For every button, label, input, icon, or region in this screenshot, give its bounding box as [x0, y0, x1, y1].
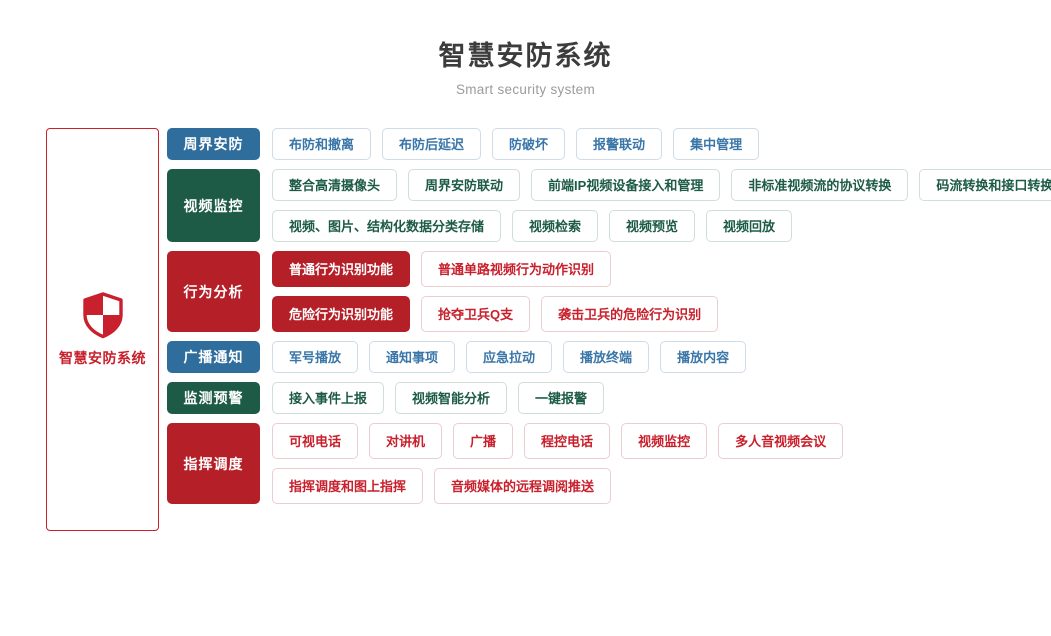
- category-row: 监测预警接入事件上报视频智能分析一键报警: [167, 382, 1051, 414]
- category-block[interactable]: 指挥调度: [167, 423, 260, 504]
- brand-label: 智慧安防系统: [59, 350, 146, 366]
- category-block[interactable]: 行为分析: [167, 251, 260, 332]
- category-row: 周界安防布防和撤离布防后延迟防破坏报警联动集中管理: [167, 128, 1051, 160]
- category-block[interactable]: 监测预警: [167, 382, 260, 414]
- shield-icon: [81, 291, 125, 339]
- feature-chip[interactable]: 播放终端: [563, 341, 650, 373]
- feature-chip[interactable]: 视频、图片、结构化数据分类存储: [272, 210, 502, 242]
- chip-group: 军号播放通知事项应急拉动播放终端播放内容: [272, 341, 747, 373]
- feature-chip[interactable]: 视频检索: [512, 210, 599, 242]
- feature-chip[interactable]: 布防后延迟: [382, 128, 482, 160]
- feature-chip[interactable]: 视频预览: [609, 210, 696, 242]
- category-block[interactable]: 周界安防: [167, 128, 260, 160]
- chip-line: 指挥调度和图上指挥音频媒体的远程调阅推送: [272, 468, 843, 504]
- chip-line: 普通行为识别功能普通单路视频行为动作识别: [272, 251, 718, 287]
- category-row: 行为分析普通行为识别功能普通单路视频行为动作识别危险行为识别功能抢夺卫兵Q支袭击…: [167, 251, 1051, 332]
- chip-line: 视频、图片、结构化数据分类存储视频检索视频预览视频回放: [272, 210, 1051, 242]
- feature-chip[interactable]: 普通行为识别功能: [272, 251, 411, 287]
- feature-chip[interactable]: 可视电话: [272, 423, 359, 459]
- feature-chip[interactable]: 广播: [453, 423, 514, 459]
- feature-chip[interactable]: 布防和撤离: [272, 128, 372, 160]
- brand-panel: 智慧安防系统: [46, 128, 159, 531]
- feature-chip[interactable]: 报警联动: [576, 128, 663, 160]
- chip-group: 整合高清摄像头周界安防联动前端IP视频设备接入和管理非标准视频流的协议转换码流转…: [272, 169, 1051, 242]
- feature-chip[interactable]: 视频回放: [706, 210, 793, 242]
- feature-chip[interactable]: 普通单路视频行为动作识别: [421, 251, 612, 287]
- category-row: 指挥调度可视电话对讲机广播程控电话视频监控多人音视频会议指挥调度和图上指挥音频媒…: [167, 423, 1051, 504]
- feature-chip[interactable]: 指挥调度和图上指挥: [272, 468, 424, 504]
- feature-chip[interactable]: 集中管理: [673, 128, 760, 160]
- category-block[interactable]: 视频监控: [167, 169, 260, 242]
- chip-line: 可视电话对讲机广播程控电话视频监控多人音视频会议: [272, 423, 844, 459]
- category-block[interactable]: 广播通知: [167, 341, 260, 373]
- feature-chip[interactable]: 通知事项: [369, 341, 456, 373]
- feature-chip[interactable]: 音频媒体的远程调阅推送: [434, 468, 612, 504]
- page-subtitle: Smart security system: [455, 82, 596, 97]
- feature-chip[interactable]: 危险行为识别功能: [272, 296, 411, 332]
- page-header: 智慧安防系统 Smart security system: [0, 0, 1051, 99]
- chip-group: 普通行为识别功能普通单路视频行为动作识别危险行为识别功能抢夺卫兵Q支袭击卫兵的危…: [272, 251, 719, 332]
- feature-chip[interactable]: 对讲机: [369, 423, 443, 459]
- chip-line: 危险行为识别功能抢夺卫兵Q支袭击卫兵的危险行为识别: [272, 296, 719, 332]
- chip-line: 布防和撤离布防后延迟防破坏报警联动集中管理: [272, 128, 760, 160]
- chip-line: 接入事件上报视频智能分析一键报警: [272, 382, 605, 414]
- feature-chip[interactable]: 袭击卫兵的危险行为识别: [541, 296, 719, 332]
- feature-chip[interactable]: 程控电话: [524, 423, 611, 459]
- feature-chip[interactable]: 一键报警: [518, 382, 605, 414]
- feature-chip[interactable]: 前端IP视频设备接入和管理: [531, 169, 721, 201]
- feature-chip[interactable]: 非标准视频流的协议转换: [731, 169, 909, 201]
- chip-group: 可视电话对讲机广播程控电话视频监控多人音视频会议指挥调度和图上指挥音频媒体的远程…: [272, 423, 844, 504]
- chip-line: 整合高清摄像头周界安防联动前端IP视频设备接入和管理非标准视频流的协议转换码流转…: [272, 169, 1051, 201]
- feature-chip[interactable]: 播放内容: [660, 341, 747, 373]
- feature-chip[interactable]: 码流转换和接口转换: [919, 169, 1051, 201]
- feature-chip[interactable]: 多人音视频会议: [718, 423, 844, 459]
- chip-line: 军号播放通知事项应急拉动播放终端播放内容: [272, 341, 747, 373]
- feature-chip[interactable]: 防破坏: [492, 128, 566, 160]
- diagram-body: 智慧安防系统 周界安防布防和撤离布防后延迟防破坏报警联动集中管理视频监控整合高清…: [0, 128, 1051, 548]
- category-row: 视频监控整合高清摄像头周界安防联动前端IP视频设备接入和管理非标准视频流的协议转…: [167, 169, 1051, 242]
- feature-chip[interactable]: 应急拉动: [466, 341, 553, 373]
- feature-chip[interactable]: 周界安防联动: [408, 169, 521, 201]
- feature-chip[interactable]: 视频监控: [621, 423, 708, 459]
- feature-chip[interactable]: 视频智能分析: [395, 382, 508, 414]
- feature-chip[interactable]: 军号播放: [272, 341, 359, 373]
- feature-chip[interactable]: 整合高清摄像头: [272, 169, 398, 201]
- page-title: 智慧安防系统: [438, 41, 613, 71]
- chip-group: 布防和撤离布防后延迟防破坏报警联动集中管理: [272, 128, 760, 160]
- feature-chip[interactable]: 接入事件上报: [272, 382, 385, 414]
- category-row: 广播通知军号播放通知事项应急拉动播放终端播放内容: [167, 341, 1051, 373]
- feature-chip[interactable]: 抢夺卫兵Q支: [421, 296, 531, 332]
- capability-matrix: 周界安防布防和撤离布防后延迟防破坏报警联动集中管理视频监控整合高清摄像头周界安防…: [167, 128, 1051, 504]
- chip-group: 接入事件上报视频智能分析一键报警: [272, 382, 605, 414]
